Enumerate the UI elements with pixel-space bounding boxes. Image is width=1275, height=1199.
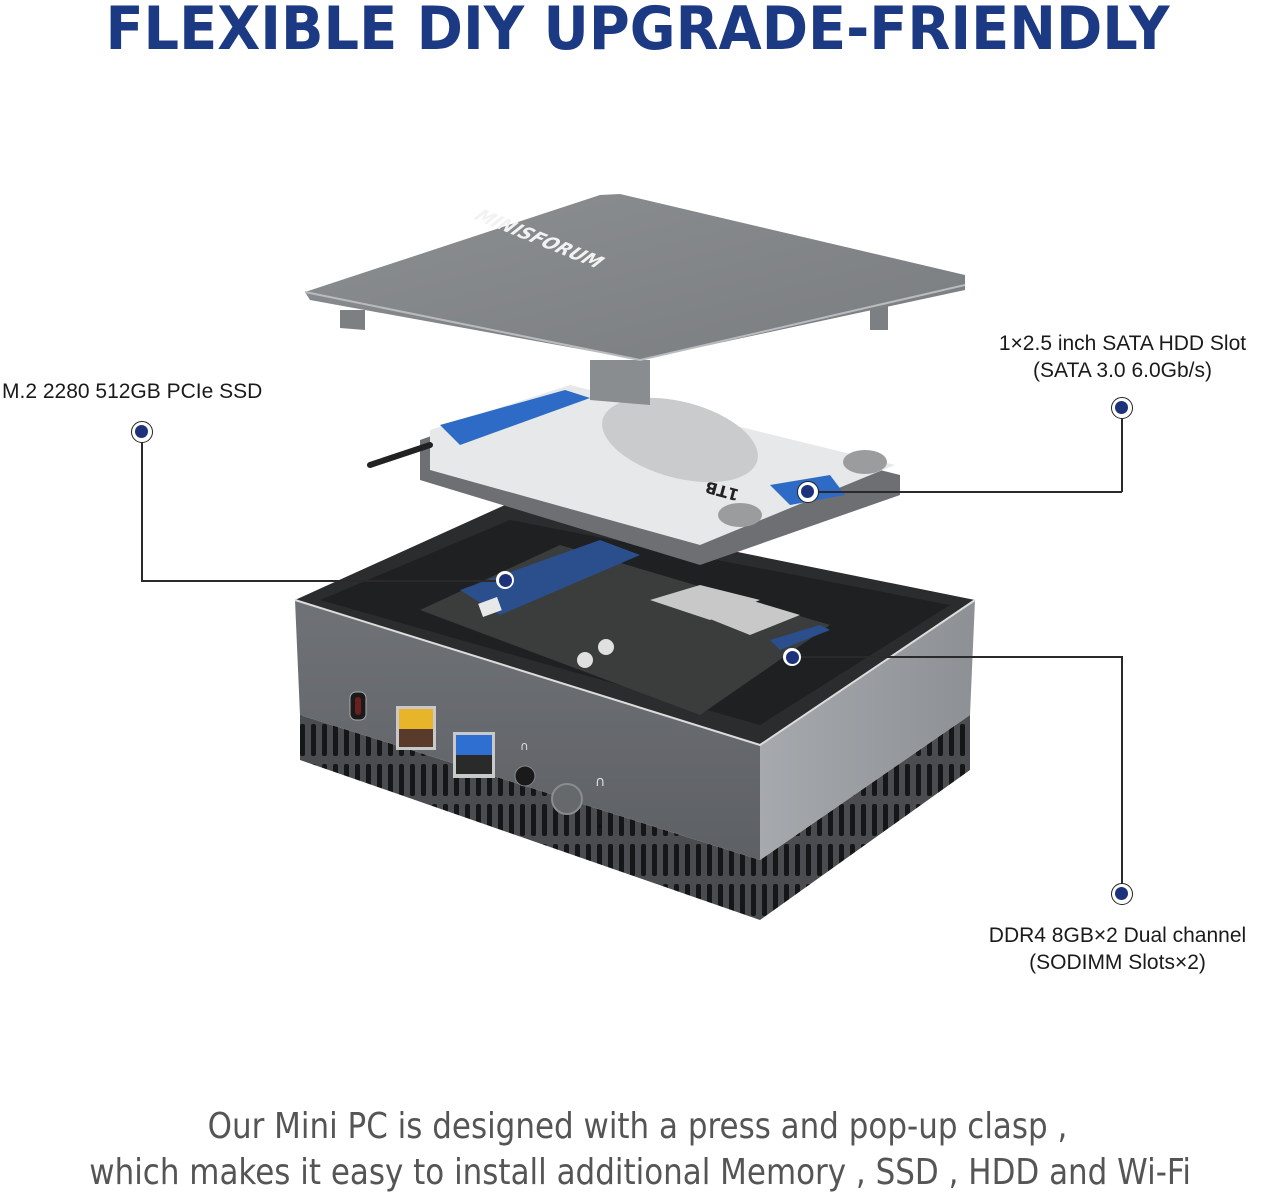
callout-ssd-line-v — [141, 443, 143, 581]
callout-ssd-line-h — [141, 580, 506, 582]
callout-ram-line-h — [795, 656, 1121, 658]
caption-line-1: Our Mini PC is designed with a press and… — [207, 1106, 1068, 1147]
callout-ram-line2: (SODIMM Slots×2) — [1029, 951, 1206, 974]
callout-hdd-line-v — [1121, 419, 1123, 492]
callout-ssd-dot — [131, 421, 153, 443]
caption-line-2: which makes it easy to install additiona… — [89, 1152, 1192, 1193]
callout-ram-target — [783, 648, 801, 666]
callout-hdd-line1: 1×2.5 inch SATA HDD Slot — [998, 332, 1247, 355]
callout-ram-line-v — [1121, 656, 1123, 884]
svg-text:∩: ∩ — [595, 774, 605, 790]
callout-hdd-line-h — [815, 491, 1122, 493]
callout-ssd-label: M.2 2280 512GB PCIe SSD — [2, 380, 263, 403]
page-headline: FLEXIBLE DIY UPGRADE-FRIENDLY — [105, 0, 1170, 64]
callout-hdd-line2: (SATA 3.0 6.0Gb/s) — [1033, 359, 1212, 382]
callout-hdd-label: 1×2.5 inch SATA HDD Slot (SATA 3.0 6.0Gb… — [975, 330, 1270, 384]
svg-text:∩: ∩ — [520, 739, 529, 753]
callout-hdd-dot — [1111, 397, 1133, 419]
hdd-drive: 1TB — [367, 385, 900, 565]
callout-hdd-target — [797, 481, 819, 503]
callout-ram-dot — [1111, 883, 1133, 905]
top-lid: MINISFORUM — [304, 194, 966, 405]
callout-ram-label: DDR4 8GB×2 Dual channel (SODIMM Slots×2) — [965, 922, 1270, 976]
mini-pc-base: ∩ ∩ — [294, 505, 976, 920]
callout-ssd-target — [496, 571, 514, 589]
callout-ram-line1: DDR4 8GB×2 Dual channel — [988, 924, 1247, 947]
